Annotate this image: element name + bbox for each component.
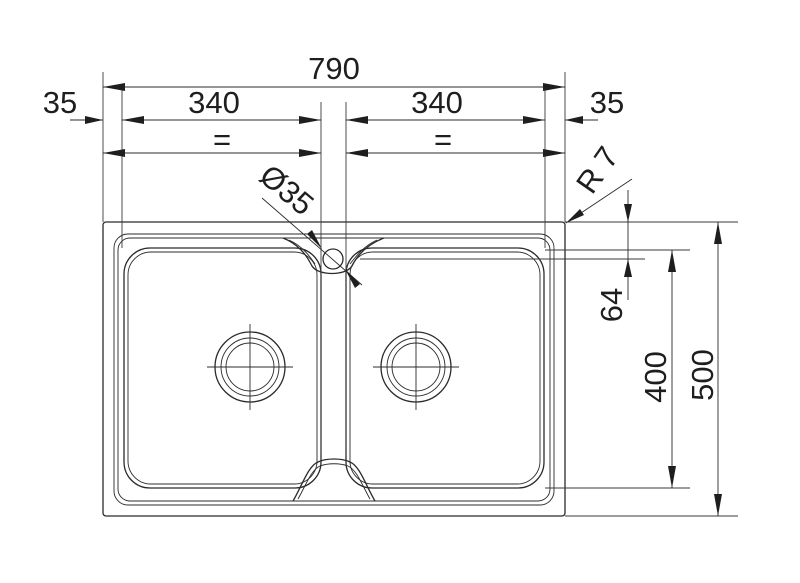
left-bowl-outline — [123, 247, 322, 489]
overall-depth-dimension: 500 — [685, 222, 722, 516]
sink-inner-rim — [113, 233, 555, 506]
right-bowl — [345, 247, 545, 489]
tap-hole-diameter-label: Ø35 — [253, 158, 320, 222]
overall-width-dimension: 790 — [103, 51, 565, 91]
equal-mark-right: = — [434, 122, 452, 157]
bowl-depth-dimension: 400 — [638, 250, 676, 488]
equal-dimensions: = = — [103, 122, 565, 157]
left-drain-icon — [207, 324, 293, 410]
equal-mark-left: = — [213, 122, 231, 157]
sink-outline — [102, 221, 566, 517]
overall-width-label: 790 — [308, 51, 360, 86]
center-divider — [320, 102, 347, 455]
tap-hole-offset-dimension: 64 — [594, 190, 632, 322]
right-bowl-width-label: 340 — [411, 85, 463, 120]
extension-lines-top — [102, 72, 566, 248]
corner-radius-label: R 7 — [569, 140, 625, 200]
right-bowl-inner — [349, 251, 541, 485]
left-bowl — [123, 247, 322, 489]
sink-inner-rim-2 — [117, 237, 551, 502]
sink-outer-edge — [102, 221, 566, 517]
bowl-width-dimensions: 340 340 35 35 — [43, 85, 624, 124]
right-drain-icon — [373, 324, 459, 410]
corner-radius-callout: R 7 — [565, 140, 633, 224]
left-margin-label: 35 — [43, 85, 77, 120]
tap-hole-icon — [322, 248, 344, 270]
bowl-depth-label: 400 — [638, 351, 673, 403]
tap-deck — [282, 237, 385, 275]
right-margin-label: 35 — [590, 85, 624, 120]
extension-lines-right — [360, 221, 738, 517]
left-bowl-inner — [127, 251, 318, 485]
overflow-bridge — [292, 458, 376, 502]
tap-hole-offset-label: 64 — [594, 288, 629, 322]
overall-depth-label: 500 — [685, 349, 720, 401]
left-bowl-width-label: 340 — [188, 85, 240, 120]
